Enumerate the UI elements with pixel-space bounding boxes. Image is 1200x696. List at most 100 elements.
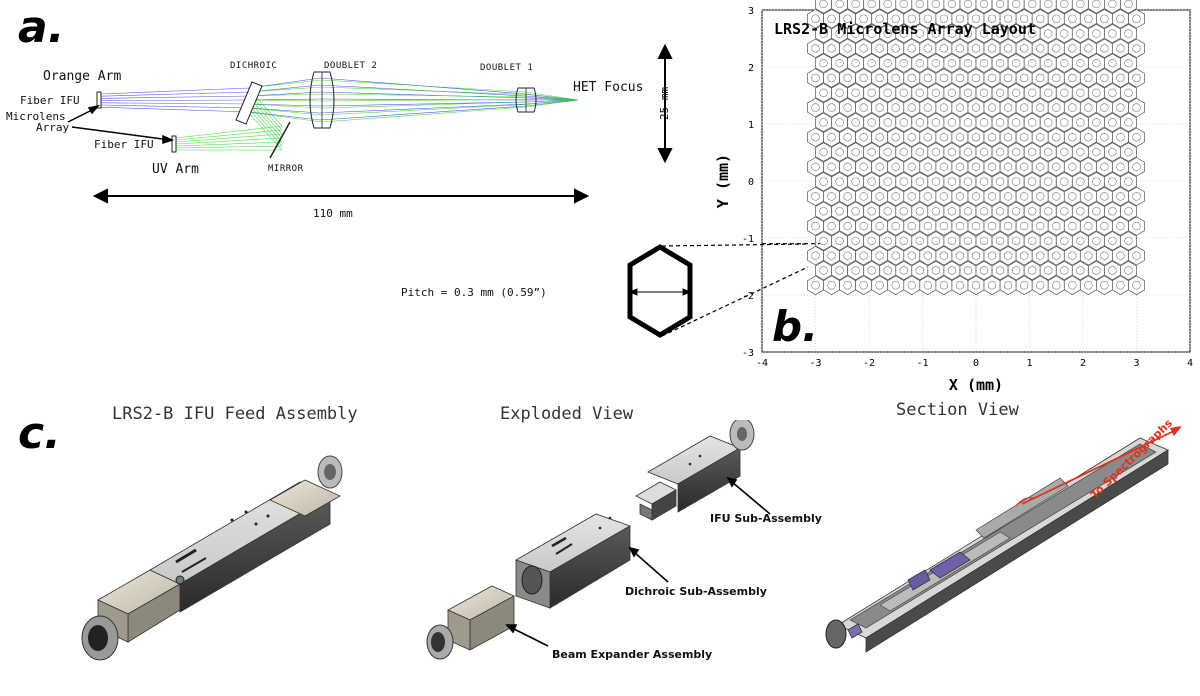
microlens-hex-inner bbox=[971, 44, 981, 53]
microlens-hex-inner bbox=[1092, 147, 1101, 157]
microlens-hex-inner bbox=[827, 73, 836, 83]
microlens-hex-inner bbox=[1132, 133, 1141, 142]
microlens-hex-inner bbox=[819, 177, 828, 186]
microlens-hex-inner bbox=[955, 251, 965, 260]
x-axis-label: X (mm) bbox=[949, 376, 1003, 394]
microlens-hex-inner bbox=[1108, 266, 1117, 275]
microlens-hex-inner bbox=[1060, 0, 1069, 9]
microlens-hex-inner bbox=[1132, 73, 1141, 83]
microlens-hex-inner bbox=[851, 88, 860, 97]
x-tick-label: -2 bbox=[863, 358, 875, 369]
microlens-hex-inner bbox=[939, 103, 949, 112]
x-tick-label: 4 bbox=[1187, 358, 1193, 369]
microlens-hex-inner bbox=[987, 281, 997, 290]
microlens-hex-inner bbox=[979, 118, 989, 127]
microlens-hex-inner bbox=[995, 236, 1005, 246]
microlens-hex-inner bbox=[963, 0, 973, 9]
microlens-hex-inner bbox=[947, 207, 957, 216]
microlens-hex-inner bbox=[819, 29, 828, 38]
microlens-hex-inner bbox=[939, 162, 949, 172]
microlens-hex-inner bbox=[955, 14, 965, 23]
microlens-hex-inner bbox=[923, 73, 933, 83]
microlens-hex-inner bbox=[963, 236, 973, 246]
microlens-hex-inner bbox=[835, 118, 844, 127]
microlens-hex-inner bbox=[891, 192, 900, 201]
microlens-hex-inner bbox=[915, 88, 925, 97]
y-axis-label: Y (mm) bbox=[714, 154, 732, 208]
microlens-hex-inner bbox=[811, 221, 820, 231]
panel-a-letter: a. bbox=[18, 2, 65, 53]
microlens-hex-inner bbox=[1068, 221, 1077, 231]
microlens-hex-inner bbox=[987, 162, 997, 172]
microlens-hex-inner bbox=[1124, 29, 1133, 38]
microlens-hex-inner bbox=[1100, 133, 1109, 142]
microlens-hex-inner bbox=[1003, 44, 1013, 53]
microlens-hex-inner bbox=[1060, 29, 1069, 38]
microlens-hex-inner bbox=[1036, 14, 1045, 23]
microlens-hex-inner bbox=[1003, 221, 1013, 231]
microlens-hex-inner bbox=[971, 162, 981, 172]
microlens-hex-inner bbox=[1027, 29, 1037, 38]
microlens-hex bbox=[1120, 142, 1137, 162]
microlens-hex-inner bbox=[1003, 14, 1013, 23]
microlens-hex-inner bbox=[931, 29, 941, 38]
microlens-hex-inner bbox=[1092, 266, 1101, 275]
microlens-hex bbox=[1128, 216, 1145, 236]
microlens-hex-inner bbox=[867, 147, 876, 157]
microlens-hex-inner bbox=[1076, 88, 1085, 97]
microlens-hex-inner bbox=[1060, 177, 1069, 186]
microlens-hex-inner bbox=[827, 221, 836, 231]
microlens-hex-inner bbox=[1068, 73, 1077, 83]
microlens-hex-inner bbox=[1027, 236, 1037, 246]
microlens-hex-inner bbox=[1084, 281, 1093, 290]
microlens-hex-inner bbox=[915, 177, 925, 186]
microlens-hex-inner bbox=[971, 73, 981, 83]
microlens-hex-inner bbox=[979, 207, 989, 216]
microlens-hex-inner bbox=[859, 192, 868, 201]
microlens-hex-inner bbox=[875, 221, 884, 231]
microlens-hex-inner bbox=[883, 0, 892, 9]
microlens-hex-inner bbox=[1084, 192, 1093, 201]
microlens-hex-inner bbox=[955, 281, 965, 290]
microlens-hex-inner bbox=[995, 118, 1005, 127]
microlens-hex-inner bbox=[843, 281, 852, 290]
pitch-hexagon bbox=[627, 244, 693, 338]
microlens-hex-inner bbox=[883, 88, 892, 97]
microlens-hex-inner bbox=[875, 162, 884, 172]
microlens-hex-inner bbox=[819, 147, 828, 157]
microlens-hex-inner bbox=[1036, 133, 1045, 142]
microlens-hex-inner bbox=[923, 221, 933, 231]
microlens-hex-inner bbox=[843, 251, 852, 260]
microlens-hex-inner bbox=[835, 147, 844, 157]
microlens-hex-inner bbox=[899, 177, 908, 186]
microlens-hex-inner bbox=[811, 103, 820, 112]
microlens-hex-inner bbox=[1019, 133, 1029, 142]
microlens-hex-inner bbox=[875, 251, 884, 260]
microlens-hex-inner bbox=[891, 162, 900, 172]
label-fiber-ifu-top: Fiber IFU bbox=[20, 94, 80, 107]
x-tick-label: 3 bbox=[1133, 358, 1139, 369]
microlens-hex-inner bbox=[899, 266, 908, 275]
label-dim-25mm: 25 mm bbox=[658, 86, 671, 120]
microlens-hex-inner bbox=[907, 103, 916, 112]
microlens-hex-inner bbox=[1060, 88, 1069, 97]
microlens-hex-inner bbox=[827, 14, 836, 23]
microlens-hex-inner bbox=[891, 281, 900, 290]
microlens-hex-inner bbox=[979, 266, 989, 275]
microlens-hex-inner bbox=[931, 0, 941, 9]
microlens-hex-inner bbox=[1068, 192, 1077, 201]
microlens-hex-inner bbox=[915, 236, 925, 246]
microlens-hex-inner bbox=[1011, 88, 1021, 97]
microlens-hex-inner bbox=[1116, 281, 1125, 290]
microlens-hex-inner bbox=[819, 118, 828, 127]
microlens-hex-inner bbox=[891, 251, 900, 260]
microlens-hex-inner bbox=[939, 133, 949, 142]
microlens-hex-inner bbox=[1092, 236, 1101, 246]
microlens-hex-inner bbox=[907, 192, 916, 201]
microlens-hex-inner bbox=[1100, 44, 1109, 53]
microlens-hex-inner bbox=[811, 133, 820, 142]
microlens-hex-inner bbox=[1003, 281, 1013, 290]
microlens-hex-inner bbox=[1052, 133, 1061, 142]
microlens-hex bbox=[1120, 53, 1137, 73]
microlens-hex bbox=[1120, 23, 1137, 44]
